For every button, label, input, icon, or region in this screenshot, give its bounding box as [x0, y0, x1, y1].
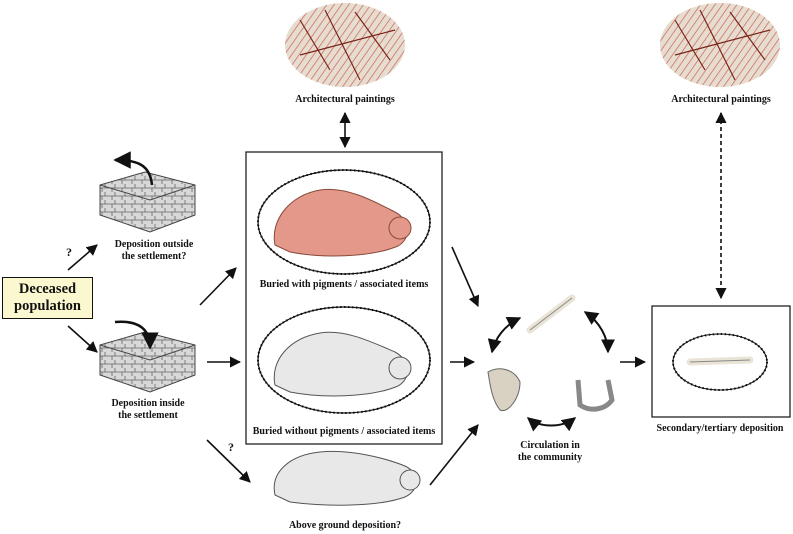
- arrow-to-outside: [67, 244, 98, 271]
- arrow-above-ground-to-circulation: [429, 424, 479, 486]
- label-buried-without: Buried without pigments / associated ite…: [252, 426, 436, 437]
- pigmented-skeleton-figure: [273, 188, 408, 257]
- arrow-buried-with-to-circulation: [451, 246, 480, 308]
- burial-group-box: [245, 151, 443, 445]
- label-buried-with: Buried with pigments / associated items: [259, 279, 429, 290]
- circulating-bones: [487, 294, 615, 412]
- label-deposition-outside: Deposition outside the settlement?: [114, 239, 194, 262]
- arrow-inside-to-buried-with: [199, 267, 237, 306]
- curved-arrow-out-icon: [113, 151, 154, 186]
- secondary-deposition-box: [651, 305, 791, 418]
- above-ground-skeleton-figure: [273, 450, 421, 506]
- deceased-line-1: Deceased: [18, 281, 77, 297]
- cycle-arrow-top-right: [583, 311, 615, 354]
- pelvis-bone-icon: [487, 368, 521, 412]
- question-mark-above-ground: ?: [228, 440, 234, 454]
- architectural-painting-image-secondary: [660, 3, 780, 87]
- label-deposition-inside: Deposition inside the settlement: [111, 398, 185, 421]
- mandible-bone-icon: [575, 379, 615, 412]
- secondary-grave-pit: [672, 333, 768, 391]
- cycle-arrow-top-left: [487, 316, 522, 354]
- deceased-population-node: Deceased population: [2, 277, 93, 319]
- arrow-to-inside: [67, 325, 98, 353]
- label-architectural-paintings-primary: Architectural paintings: [295, 94, 395, 105]
- architectural-painting-image-primary: [285, 3, 405, 87]
- question-mark-outside: ?: [66, 245, 72, 259]
- label-circulation: Circulation in the community: [517, 440, 583, 463]
- settlement-model-outside: [99, 151, 196, 233]
- grave-pit-with-pigments: [257, 169, 431, 275]
- settlement-model-inside: [99, 320, 196, 393]
- label-secondary-deposition: Secondary/tertiary deposition: [656, 423, 784, 434]
- label-above-ground: Above ground deposition?: [288, 520, 402, 531]
- deceased-line-2: population: [14, 298, 81, 314]
- grave-pit-without-pigments: [257, 306, 431, 414]
- arrow-inside-to-above-ground: [206, 439, 251, 483]
- label-architectural-paintings-secondary: Architectural paintings: [671, 94, 771, 105]
- curved-arrow-in-icon: [114, 320, 159, 350]
- plain-skeleton-figure: [273, 331, 408, 397]
- cycle-arrow-bottom: [526, 417, 577, 432]
